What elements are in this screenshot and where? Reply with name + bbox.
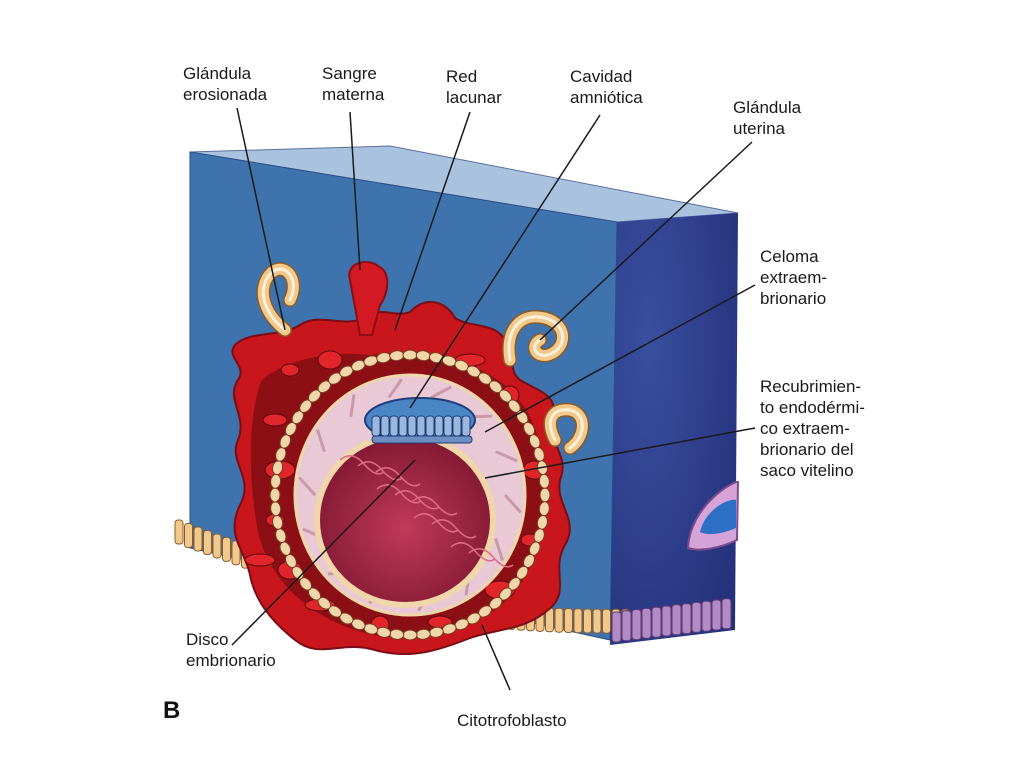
leader-red-lacunar: [394, 111, 471, 331]
epiblast-cell: [398, 415, 408, 437]
leader-disco: [231, 459, 416, 646]
epithelium-cell: [711, 599, 722, 631]
yolk-vessel: [413, 513, 459, 533]
yolk-vessel: [376, 484, 422, 504]
epithelium-cell: [721, 598, 732, 630]
lacuna: [317, 350, 343, 370]
epiblast-cell: [425, 415, 435, 437]
leader-glandula-uterina: [539, 141, 753, 341]
epiblast-cell: [461, 415, 471, 437]
epiblast-cell: [407, 415, 417, 437]
leader-lines: [231, 107, 756, 691]
epithelium-cell: [602, 608, 611, 634]
yolk-sac-vessels: [339, 455, 514, 568]
epiblast-cell: [380, 415, 390, 437]
epithelium-cell: [212, 533, 222, 559]
yolk-vessel: [394, 490, 440, 510]
reticulum-strand: [494, 537, 504, 561]
reticulum-strand: [387, 378, 403, 399]
hypoblast: [371, 435, 473, 444]
panel-letter: B: [163, 697, 181, 724]
cytotrophoblast-cell: [402, 629, 418, 641]
side-gland-lumen: [700, 499, 736, 535]
maternal-blood-vessel: [348, 261, 389, 336]
reticulum-strand: [298, 476, 317, 497]
epithelium-cell: [583, 608, 592, 634]
epithelium-cell: [203, 529, 212, 555]
epithelium-cell: [621, 610, 632, 642]
reticulum-strand: [316, 429, 326, 453]
leader-recubrimiento: [484, 427, 756, 479]
epithelium-cell: [231, 540, 241, 566]
label-glandula-uterina: Glándula uterina: [733, 98, 802, 138]
block-side-face: [610, 213, 738, 645]
primitive-yolk-sac: [314, 432, 496, 608]
epithelium-cell: [554, 607, 564, 633]
cytotrophoblast-cell: [402, 349, 418, 361]
epiblast-cell: [416, 415, 426, 437]
leader-citotrofoblasto: [481, 624, 511, 691]
epithelium-cell: [671, 604, 682, 636]
uterine-gland-lower-lumen: [549, 408, 584, 450]
label-disco-embrionario: Disco embrionario: [186, 630, 276, 670]
yolk-vessel: [339, 455, 385, 475]
label-celoma-extraembrionario: Celoma extraem- brionario: [760, 247, 828, 308]
epithelium-cell: [573, 608, 583, 634]
yolk-vessel: [468, 548, 514, 568]
epithelium-cell: [701, 600, 712, 632]
label-sangre-materna: Sangre materna: [322, 64, 385, 104]
lacuna: [262, 413, 288, 427]
leader-cavidad-amniotica: [409, 114, 601, 409]
uterine-glands: [256, 262, 590, 455]
lacuna: [280, 363, 300, 377]
cytotrophoblast-cell: [269, 487, 281, 503]
reticulum-strand: [349, 394, 356, 418]
epithelium-cell: [222, 536, 231, 562]
epithelium-cell: [193, 526, 203, 552]
label-recubrimiento-endodermico: Recubrimien- to endodérmi- co extraem- b…: [760, 377, 865, 480]
epithelium-cell: [641, 607, 652, 639]
epithelium-cell: [651, 606, 662, 638]
leader-celoma: [484, 284, 756, 433]
embryonic-disc: [371, 415, 473, 444]
uterine-gland-upper-lumen: [507, 315, 564, 362]
cytotrophoblast-cell: [538, 473, 550, 489]
reticulum-strand: [503, 493, 522, 514]
reticulum-strand: [494, 450, 518, 463]
leader-glandula-erosionada: [236, 107, 286, 331]
epithelium-cell: [681, 603, 692, 635]
epiblast-cell: [434, 415, 444, 437]
cytotrophoblast-cell: [539, 487, 551, 503]
yolk-vessel: [431, 519, 477, 539]
epiblast-cell: [371, 415, 381, 437]
epithelium-cell: [631, 609, 642, 641]
label-red-lacunar: Red lacunar: [446, 67, 502, 107]
leader-sangre-materna: [349, 111, 361, 271]
yolk-vessel: [412, 496, 458, 516]
yolk-vessel: [357, 461, 403, 481]
lacuna: [244, 553, 276, 567]
reticulum-strand: [430, 385, 452, 399]
cytotrophoblast-ring: [269, 349, 551, 641]
epithelium-cell: [661, 605, 672, 637]
epiblast-cell: [443, 415, 453, 437]
label-glandula-erosionada: Glándula erosionada: [183, 64, 268, 104]
yolk-vessel: [450, 542, 496, 562]
label-citotrofoblasto: Citotrofoblasto: [457, 711, 567, 730]
epithelium-cell: [611, 611, 622, 643]
epithelium-cell: [174, 519, 184, 545]
label-cavidad-amniotica: Cavidad amniótica: [570, 67, 643, 107]
epithelium-cell: [592, 608, 602, 634]
epithelium-cell: [184, 523, 193, 549]
epithelium-cell: [564, 608, 573, 634]
epithelium-cell: [691, 601, 702, 633]
epiblast-cell: [452, 415, 462, 437]
epiblast-cell: [389, 415, 399, 437]
